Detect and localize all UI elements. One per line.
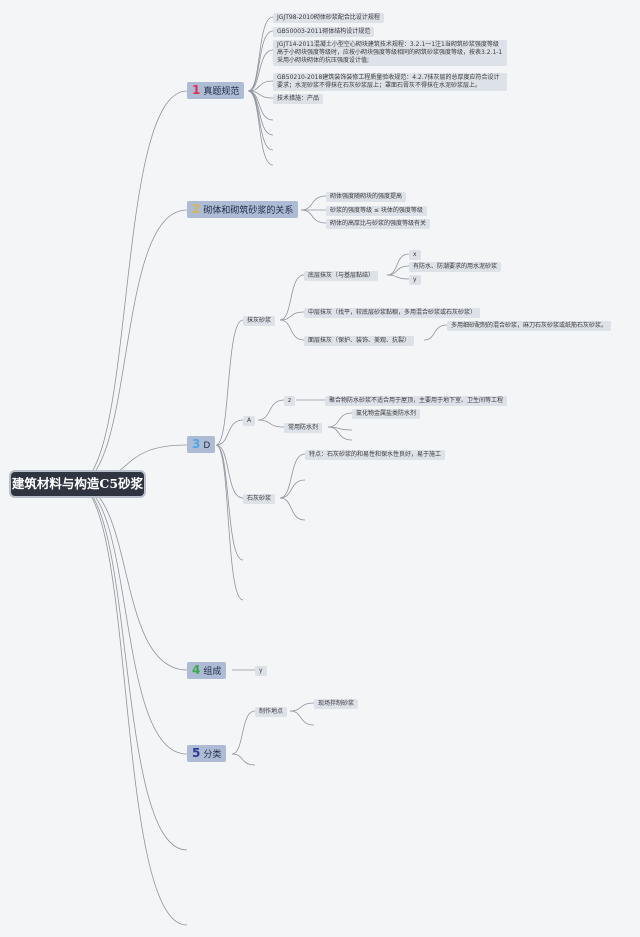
spec-item-1[interactable]: JGJT98-2010砌体砂浆配合比设计规程 — [273, 13, 384, 23]
waterproof-agent[interactable]: 常用防水剂 — [284, 423, 323, 433]
branch-5-link-empty — [231, 753, 256, 766]
production-place[interactable]: 制作地点 — [255, 707, 288, 717]
polymer-waterproof-item[interactable]: 聚合物防水砂浆不适合用于屋顶，主要用于地下室、卫生间等工程 — [325, 396, 508, 406]
lime-mortar-feature[interactable]: 特点：石灰砂浆的和易性和保水性良好，易于施工 — [305, 450, 446, 460]
root-topic[interactable]: 建筑材料与构造C5砂浆 — [11, 472, 144, 496]
branch-4-label: 组成 — [203, 667, 222, 677]
base-coat-waterproof[interactable]: 有防水、防潮要求的用水泥砂浆 — [409, 262, 502, 272]
branch-1-link — [247, 49, 274, 92]
branch-1-number: 1 — [192, 83, 201, 97]
branch-1-link — [247, 16, 274, 92]
lime-link — [279, 453, 306, 499]
face-coat-item[interactable]: 多用细砂配制的混合砂浆，麻刀石灰砂浆或纸筋石灰砂浆。 — [447, 321, 612, 331]
branch-1-label: 真题规范 — [203, 87, 240, 97]
branch-1-link — [247, 90, 274, 166]
root-to-empty-2 — [74, 483, 188, 926]
lime-mortar[interactable]: 石灰砂浆 — [243, 494, 276, 504]
branch-1-link — [247, 90, 274, 151]
branch-5-link — [231, 710, 256, 755]
spec-item-5[interactable]: 技术措施：产品 — [273, 94, 324, 104]
branch-2-number: 2 — [192, 202, 201, 216]
lime-link — [279, 479, 306, 499]
a-link — [257, 399, 285, 421]
branch-3-label: D — [203, 441, 211, 451]
base-coat-link — [386, 265, 410, 276]
lime-link — [279, 497, 306, 521]
face-coat-link — [423, 324, 448, 341]
z-node[interactable]: z — [284, 396, 296, 406]
branch-3-number: 3 — [192, 437, 201, 451]
spec-item-2[interactable]: GB50003-2011砌体结构设计规范 — [273, 27, 375, 37]
root-to-branch-5 — [74, 483, 188, 755]
base-coat-link — [386, 274, 410, 280]
branch-1-link — [247, 30, 274, 92]
branch-3-link — [215, 444, 244, 601]
plaster-link — [279, 319, 305, 341]
branch-3-link — [215, 419, 244, 446]
waterproof-link — [327, 426, 353, 441]
masonry-item-1[interactable]: 砌体强度随砌块的强度提高 — [326, 192, 407, 202]
base-coat[interactable]: 底层抹灰（与基层黏结） — [304, 271, 379, 281]
waterproof-link — [327, 412, 353, 428]
place-link-empty — [289, 710, 315, 726]
branch-2-link — [300, 209, 327, 224]
place-link — [289, 702, 315, 712]
site-mixed-mortar[interactable]: 现场拌制砂浆 — [314, 699, 359, 709]
plaster-link — [279, 274, 305, 321]
branch-5-number: 5 — [192, 746, 201, 760]
spec-item-4[interactable]: GB50210-2018建筑装饰装修工程质量验收规范：4.2.7抹灰层的总厚度应… — [273, 73, 507, 91]
branch-3-link — [215, 444, 244, 499]
middle-coat[interactable]: 中层抹灰（找平，较底层砂浆黏稠，多用混合砂浆或石灰砂浆） — [304, 308, 481, 318]
base-coat-x[interactable]: x — [409, 250, 421, 260]
branch-4-number: 4 — [192, 663, 201, 677]
base-coat-link — [386, 253, 410, 276]
masonry-item-3[interactable]: 砌体的高厚比与砂浆的强度等级有关 — [326, 219, 431, 229]
plaster-mortar[interactable]: 抹灰砂浆 — [243, 316, 276, 326]
base-coat-y[interactable]: y — [409, 275, 421, 285]
face-coat[interactable]: 面层抹灰（保护、装饰、美观、抗裂） — [304, 336, 415, 346]
branch-5-label: 分类 — [203, 750, 222, 760]
spec-item-3[interactable]: JGJT14-2011混凝土小型空心砌块建筑技术规程：3.2.1一1注1当砌筑砂… — [273, 40, 507, 66]
branch-2-link — [300, 195, 327, 211]
root-to-branch-2 — [74, 209, 188, 485]
branch-3-link — [215, 444, 244, 561]
root-to-empty-1 — [74, 483, 188, 851]
branch-2-label: 砌体和砌筑砂浆的关系 — [203, 206, 294, 216]
plaster-link — [279, 311, 305, 321]
masonry-item-2[interactable]: 砂浆的强度等级 ≤ 块体的强度等级 — [326, 206, 427, 216]
branch-3-link — [215, 319, 244, 446]
branch-1-link — [247, 80, 274, 92]
a-node[interactable]: A — [243, 416, 256, 426]
chloride-agent[interactable]: 氯化物金属盐类防水剂 — [352, 409, 421, 419]
composition-y[interactable]: y — [255, 666, 267, 676]
a-link — [257, 419, 285, 428]
root-to-branch-1 — [74, 90, 188, 485]
